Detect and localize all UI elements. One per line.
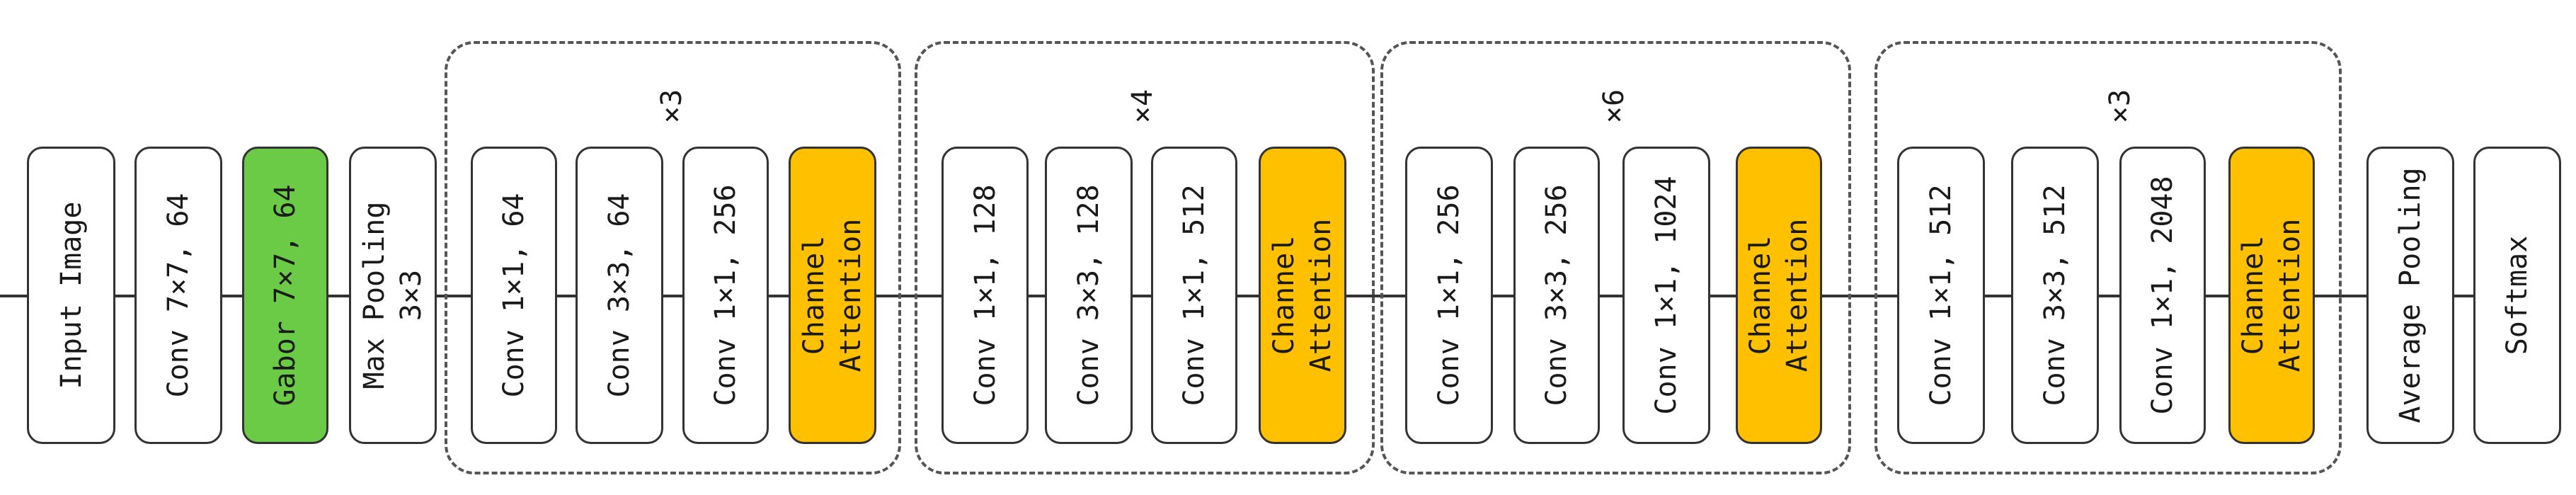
stage-3-conv-1x1-b: Conv 1×1, 1024 <box>1622 147 1710 444</box>
stage-3-group <box>1380 41 1851 474</box>
stage-4-conv-1x1-b: Conv 1×1, 2048 <box>2119 147 2206 444</box>
stage-2-conv-1x1-b: Conv 1×1, 512 <box>1151 147 1237 444</box>
conv-7x7-block: Conv 7×7, 64 <box>134 147 222 444</box>
block-label: Conv 1×1, 64 <box>498 193 530 398</box>
stage-1-conv-3x3: Conv 3×3, 64 <box>576 147 663 444</box>
block-label: Conv 3×3, 256 <box>1540 184 1573 406</box>
stage-3-conv-1x1-a: Conv 1×1, 256 <box>1405 147 1493 444</box>
stage-4-repeat: ×3 <box>2104 89 2136 124</box>
stage-3-repeat: ×6 <box>1598 89 1630 124</box>
block-label: Conv 1×1, 1024 <box>1650 176 1683 415</box>
stage-2-group <box>915 41 1375 474</box>
stage-1-conv-1x1-b: Conv 1×1, 256 <box>682 147 769 444</box>
gabor-block: Gabor 7×7, 64 <box>242 147 328 444</box>
block-label: Conv 1×1, 2048 <box>2146 176 2179 415</box>
stage-1-conv-1x1-a: Conv 1×1, 64 <box>471 147 557 444</box>
block-label: Conv 1×1, 128 <box>968 184 1002 406</box>
block-label: Conv 3×3, 128 <box>1072 184 1105 406</box>
average-pooling-block: Average Pooling <box>2366 147 2454 444</box>
block-label: Conv 1×1, 256 <box>1433 184 1465 406</box>
stage-2-conv-3x3: Conv 3×3, 128 <box>1045 147 1133 444</box>
stage-2-repeat: ×4 <box>1126 89 1159 124</box>
block-label: Softmax <box>2501 235 2534 355</box>
stage-4-conv-1x1-a: Conv 1×1, 512 <box>1897 147 1985 444</box>
block-label: Gabor 7×7, 64 <box>269 184 302 406</box>
block-label: Conv 7×7, 64 <box>162 193 195 398</box>
block-label: Conv 3×3, 64 <box>603 193 636 398</box>
block-label: Conv 1×1, 512 <box>1925 184 1957 406</box>
stage-1-repeat: ×3 <box>656 89 688 124</box>
block-label: Conv 3×3, 512 <box>2039 184 2071 406</box>
block-label: Conv 1×1, 256 <box>709 184 742 406</box>
block-label: Conv 1×1, 512 <box>1178 184 1210 406</box>
stage-2-conv-1x1-a: Conv 1×1, 128 <box>941 147 1029 444</box>
block-label: Average Pooling <box>2394 167 2427 423</box>
stage-4-group <box>1874 41 2342 474</box>
stage-1-group <box>445 41 901 474</box>
block-label: Input Image <box>55 201 88 389</box>
input-image-block: Input Image <box>27 147 115 444</box>
stage-4-conv-3x3: Conv 3×3, 512 <box>2011 147 2099 444</box>
softmax-block: Softmax <box>2473 147 2561 444</box>
stage-3-conv-3x3: Conv 3×3, 256 <box>1513 147 1600 444</box>
